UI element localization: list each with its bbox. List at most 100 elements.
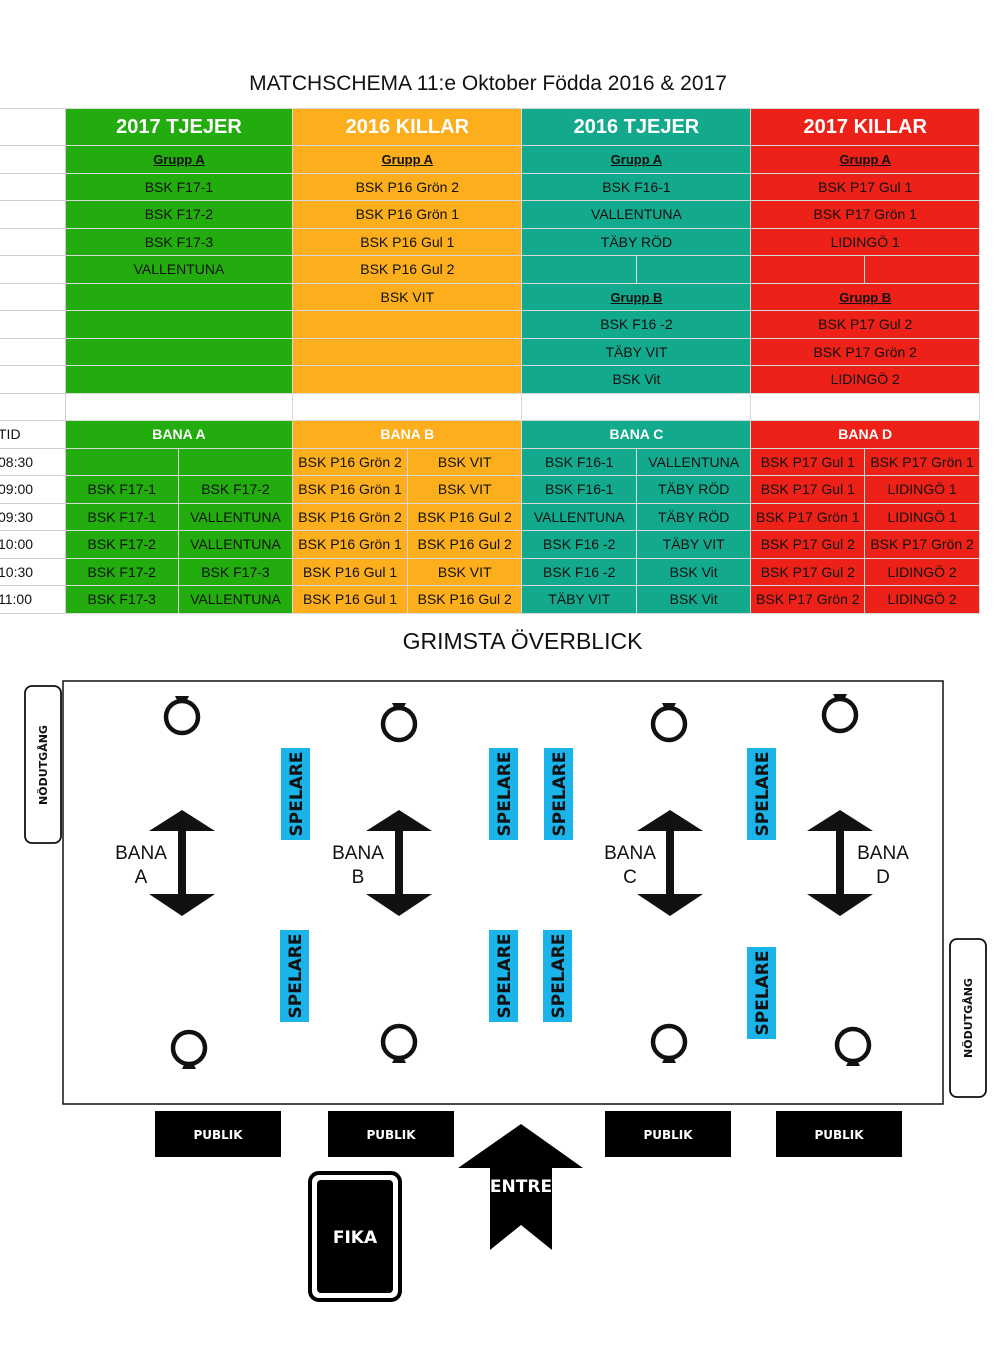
goal-ring-icon bbox=[163, 698, 201, 736]
time-cell: 10:00 bbox=[0, 530, 66, 559]
entrance-arrow-icon bbox=[458, 1124, 583, 1250]
match-team-cell: BSK F17-1 bbox=[64, 502, 179, 531]
match-team-cell: TÄBY VIT bbox=[635, 530, 752, 559]
team-cell bbox=[64, 337, 294, 366]
team-cell: TÄBY VIT bbox=[521, 337, 752, 366]
empty-cell bbox=[635, 255, 752, 284]
time-cell: 09:30 bbox=[0, 502, 66, 531]
bana-header: BANA D bbox=[750, 420, 980, 449]
match-team-cell bbox=[64, 447, 179, 476]
match-team-cell: BSK P17 Grön 1 bbox=[750, 502, 866, 531]
empty-cell bbox=[750, 392, 980, 421]
empty-cell bbox=[0, 255, 66, 284]
goal-ring-gem-icon bbox=[846, 1060, 860, 1066]
empty-cell bbox=[750, 255, 866, 284]
bana-header: BANA C bbox=[521, 420, 752, 449]
page-title: MATCHSCHEMA 11:e Oktober Födda 2016 & 20… bbox=[249, 72, 727, 95]
group-label: Grupp A bbox=[521, 145, 752, 174]
match-team-cell: BSK F17-3 bbox=[64, 585, 179, 614]
goal-ring-gem-icon bbox=[662, 703, 676, 709]
team-cell: BSK F16 -2 bbox=[521, 310, 752, 339]
bana-label-word: BANA bbox=[332, 843, 384, 864]
match-team-cell: BSK F16-1 bbox=[521, 447, 637, 476]
match-team-cell: VALLENTUNA bbox=[635, 447, 752, 476]
publik-label: PUBLIK bbox=[814, 1128, 864, 1142]
team-cell: BSK F17-1 bbox=[64, 172, 294, 201]
match-team-cell: BSK F17-2 bbox=[64, 557, 179, 586]
fika-area-fill bbox=[317, 1180, 393, 1293]
team-cell: LIDINGÖ 1 bbox=[750, 227, 980, 256]
empty-cell bbox=[0, 282, 66, 311]
match-team-cell: BSK P16 Gul 1 bbox=[292, 557, 408, 586]
match-team-cell: BSK P16 Gul 2 bbox=[406, 585, 523, 614]
team-cell: BSK P17 Grön 2 bbox=[750, 337, 980, 366]
group-header: 2017 KILLAR bbox=[750, 108, 980, 146]
time-cell: 08:30 bbox=[0, 447, 66, 476]
publik-area bbox=[605, 1111, 731, 1157]
empty-cell bbox=[292, 392, 523, 421]
match-team-cell: BSK F17-1 bbox=[64, 475, 179, 504]
double-arrow-icon bbox=[149, 810, 215, 916]
double-arrow-icon bbox=[637, 810, 703, 916]
empty-cell bbox=[0, 172, 66, 201]
match-team-cell: BSK P16 Gul 1 bbox=[292, 585, 408, 614]
bana-label-letter: A bbox=[135, 867, 148, 888]
team-cell: LIDINGÖ 2 bbox=[750, 365, 980, 394]
match-team-cell: BSK F17-3 bbox=[177, 557, 294, 586]
double-arrow-icon bbox=[807, 810, 873, 916]
team-cell: BSK P16 Gul 2 bbox=[292, 255, 523, 284]
publik-area bbox=[328, 1111, 454, 1157]
spelare-label: SPELARE bbox=[753, 751, 773, 836]
spelare-area bbox=[543, 930, 572, 1022]
time-cell: 11:00 bbox=[0, 585, 66, 614]
goal-ring-gem-icon bbox=[175, 696, 189, 702]
goal-ring-icon bbox=[650, 705, 688, 743]
group-label: Grupp A bbox=[292, 145, 523, 174]
spelare-area bbox=[489, 748, 518, 840]
goal-ring-gem-icon bbox=[392, 703, 406, 709]
group-label: Grupp A bbox=[64, 145, 294, 174]
emergency-exit-left bbox=[24, 685, 62, 844]
grupp-a-label: Grupp A bbox=[610, 152, 663, 168]
match-team-cell: VALLENTUNA bbox=[177, 530, 294, 559]
spelare-label: SPELARE bbox=[753, 950, 773, 1035]
match-team-cell: BSK P17 Grön 2 bbox=[750, 585, 866, 614]
spelare-label: SPELARE bbox=[286, 933, 306, 1018]
match-team-cell: BSK P16 Grön 2 bbox=[292, 447, 408, 476]
match-team-cell: BSK F17-2 bbox=[177, 475, 294, 504]
team-cell: BSK P16 Grön 2 bbox=[292, 172, 523, 201]
match-team-cell: VALLENTUNA bbox=[177, 502, 294, 531]
team-cell: VALLENTUNA bbox=[521, 200, 752, 229]
goal-ring-icon bbox=[380, 705, 418, 743]
match-team-cell: LIDINGÖ 2 bbox=[864, 585, 980, 614]
match-team-cell: BSK P17 Gul 2 bbox=[750, 530, 866, 559]
bana-label-word: BANA bbox=[115, 843, 167, 864]
spelare-label: SPELARE bbox=[549, 933, 569, 1018]
match-team-cell: BSK P17 Gul 1 bbox=[750, 447, 866, 476]
bana-header: BANA B bbox=[292, 420, 523, 449]
grupp-a-label: Grupp A bbox=[381, 152, 434, 168]
empty-cell bbox=[0, 365, 66, 394]
match-team-cell: BSK P17 Gul 2 bbox=[750, 557, 866, 586]
group-label: Grupp B bbox=[750, 282, 980, 311]
publik-area bbox=[776, 1111, 902, 1157]
team-cell: BSK P17 Gul 1 bbox=[750, 172, 980, 201]
match-team-cell: BSK F16 -2 bbox=[521, 557, 637, 586]
match-team-cell: BSK P17 Gul 1 bbox=[750, 475, 866, 504]
spelare-label: SPELARE bbox=[495, 933, 515, 1018]
bana-label-word: BANA bbox=[857, 843, 909, 864]
empty-cell bbox=[0, 227, 66, 256]
goal-ring-gem-icon bbox=[182, 1063, 196, 1069]
empty-cell bbox=[521, 392, 752, 421]
match-team-cell: BSK F16 -2 bbox=[521, 530, 637, 559]
team-cell bbox=[64, 282, 294, 311]
team-cell: BSK F16-1 bbox=[521, 172, 752, 201]
